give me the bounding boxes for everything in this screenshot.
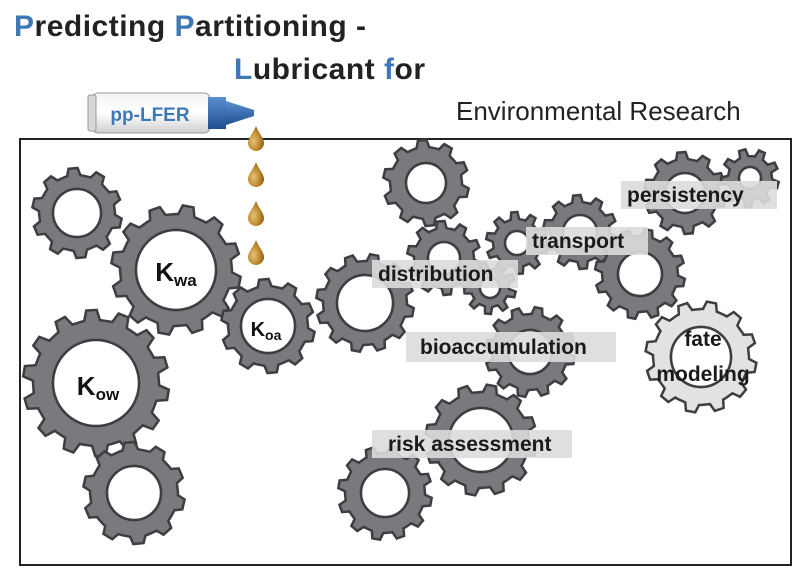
lubricant-drop-3 (248, 201, 264, 226)
lubricant-drop-2 (248, 162, 264, 187)
box-persistency (621, 181, 777, 209)
title-line-1: Predicting Partitioning - (14, 10, 367, 44)
gear-kwa (110, 204, 242, 336)
line2-part-3: or (394, 53, 426, 86)
line2-part-1: ubricant (252, 53, 385, 86)
label-fate: fate (684, 328, 721, 351)
tube-nozzle (226, 101, 254, 125)
lubricant-drops (248, 126, 264, 265)
label-persistency: persistency (627, 184, 744, 207)
label-modeling: modeling (656, 363, 749, 386)
line1-part-1: redicting (34, 10, 175, 43)
label-boxes (372, 181, 777, 458)
kwa-label: Kwa (155, 257, 197, 290)
gear-kow (21, 308, 171, 458)
lubricant-tube: pp-LFER (87, 92, 254, 134)
kow-label: Kow (77, 371, 120, 404)
box-bioaccumulation (406, 332, 616, 362)
koa-label: Koa (251, 319, 282, 343)
gear-bottom-left (81, 440, 187, 546)
label-distribution: distribution (378, 263, 493, 286)
gear-risk-small (336, 444, 434, 542)
lubricant-drop-1 (248, 126, 264, 151)
line1-part-0: P (14, 10, 35, 43)
line2-part-2: f (384, 53, 395, 86)
gear-top-mid (381, 138, 471, 228)
line1-part-3: artitioning - (195, 10, 367, 43)
label-transport: transport (532, 230, 624, 253)
gears-layer (21, 138, 781, 546)
lubricant-drop-4 (248, 240, 264, 265)
tube-crimp (87, 94, 97, 132)
label-risk-assessment: risk assessment (388, 433, 551, 456)
frame-border (19, 138, 792, 566)
tube-cap (208, 97, 226, 129)
gear-fate (644, 300, 758, 414)
line1-part-2: P (174, 10, 196, 43)
box-risk (372, 430, 572, 458)
tube-label: pp-LFER (110, 105, 189, 126)
line2-part-0: L (234, 53, 253, 86)
title-line-2: Lubricant for (234, 53, 426, 87)
gear-koa (219, 277, 317, 375)
box-transport (526, 227, 648, 255)
subtitle: Environmental Research (456, 96, 741, 126)
box-distribution (372, 260, 518, 288)
gear-top-left (30, 166, 124, 260)
label-bioaccumulation: bioaccumulation (420, 336, 587, 359)
